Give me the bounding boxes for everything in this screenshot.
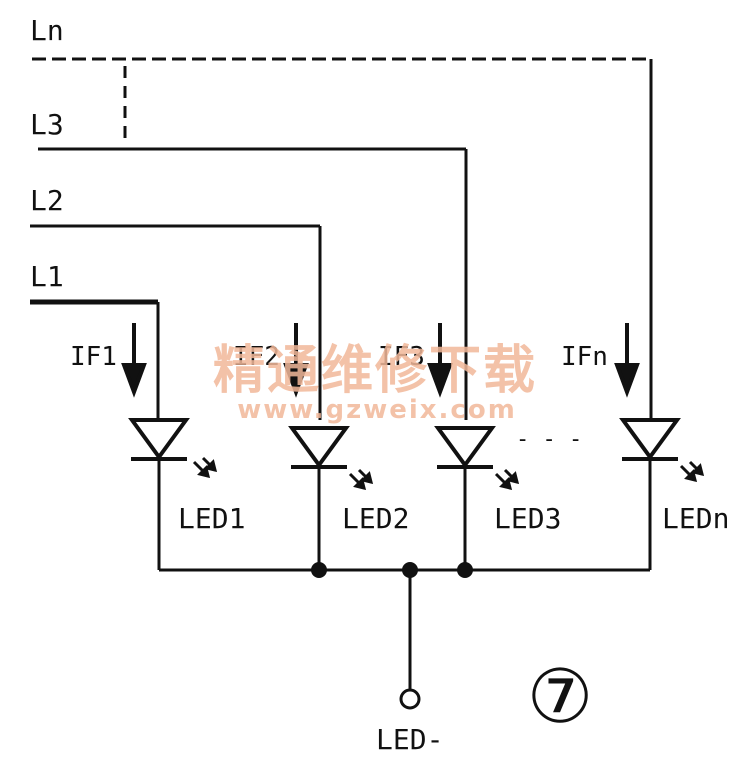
label-if2: IF2	[233, 342, 280, 372]
if1-arrow-icon	[121, 323, 147, 398]
label-ifn: IFn	[561, 342, 608, 372]
current-labels: IF1 IF2 IF3 IFn	[70, 342, 608, 372]
ledn-emission-icon	[679, 460, 705, 483]
junction-common	[402, 562, 418, 578]
junctions	[311, 562, 473, 578]
led3-emission-icon	[494, 468, 520, 491]
label-ln: Ln	[30, 14, 64, 47]
ledn-symbol	[619, 418, 681, 461]
label-if3: IF3	[378, 342, 425, 372]
label-led1: LED1	[178, 502, 245, 535]
label-l2: L2	[30, 184, 64, 217]
label-l3: L3	[30, 108, 64, 141]
figure-number: ⑦	[527, 654, 593, 740]
junction-led2	[311, 562, 327, 578]
watermark: 精通维修下载 www.gzweix.com	[213, 341, 537, 425]
label-led3: LED3	[494, 502, 561, 535]
label-led-minus: LED-	[376, 723, 443, 756]
if3-arrow-icon	[427, 323, 453, 398]
emission-arrows	[192, 456, 705, 491]
led-minus-terminal	[399, 688, 421, 710]
supply-rails	[30, 57, 653, 420]
label-l1: L1	[30, 260, 64, 293]
ifn-arrow-icon	[614, 323, 640, 398]
rail-labels: Ln L3 L2 L1	[30, 14, 64, 293]
current-arrows	[121, 323, 640, 398]
led2-emission-icon	[348, 468, 374, 491]
led1-emission-icon	[192, 456, 218, 479]
junction-led3	[457, 562, 473, 578]
led-labels: LED1 LED2 LED3 LEDn	[178, 502, 729, 535]
continuation-dashes: - - -	[516, 427, 582, 452]
led2-symbol	[288, 426, 350, 469]
led1-symbol	[128, 418, 190, 461]
watermark-title: 精通维修下载	[213, 341, 537, 401]
watermark-url: www.gzweix.com	[237, 395, 517, 425]
led3-symbol	[434, 426, 496, 469]
label-if1: IF1	[70, 342, 117, 372]
label-ledn: LEDn	[662, 502, 729, 535]
label-led2: LED2	[342, 502, 409, 535]
if2-arrow-icon	[283, 323, 309, 398]
